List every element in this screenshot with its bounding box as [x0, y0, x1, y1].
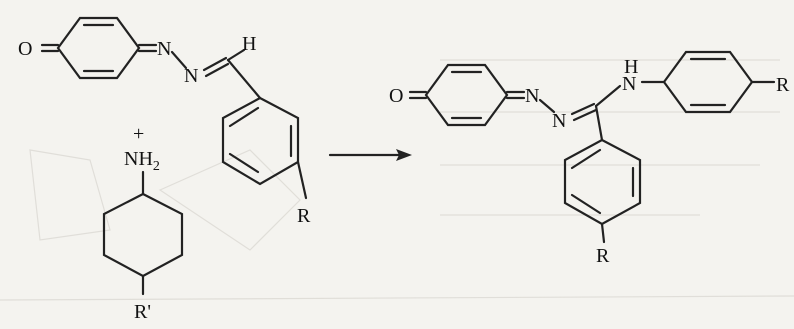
reactant-phenyl-ring [221, 96, 308, 200]
atom-n1-product: N [525, 85, 539, 107]
product-phenyl-ring-bottom [563, 138, 642, 244]
atom-nh2-subscript: 2 [153, 159, 160, 174]
atom-nh2-label: NH [124, 148, 153, 170]
atom-h-reactant: H [242, 33, 256, 55]
atom-r-reactant: R [297, 205, 311, 227]
reaction-arrow [328, 149, 412, 161]
atom-o-product: O [389, 85, 403, 107]
atom-nh2: NH2 [124, 148, 160, 174]
atom-n2-reactant: N [184, 65, 198, 87]
atom-n2-product: N [552, 110, 566, 132]
atom-r-product-bottom: R [596, 245, 610, 267]
atom-h-product: H [624, 56, 638, 78]
atom-n1-reactant: N [157, 38, 171, 60]
atom-o-reactant: O [18, 38, 32, 60]
product-formazan [408, 63, 666, 142]
reactant-azo-quinone [40, 16, 262, 100]
atom-r-prime: R' [134, 301, 151, 323]
cyclohexane-ring [102, 170, 184, 296]
atom-nh-product: N [622, 73, 636, 95]
product-phenyl-ring-right [662, 50, 776, 114]
plus-charge: + [133, 123, 144, 145]
page-bleed-through [0, 59, 794, 301]
atom-r-product-right: R [776, 74, 790, 96]
